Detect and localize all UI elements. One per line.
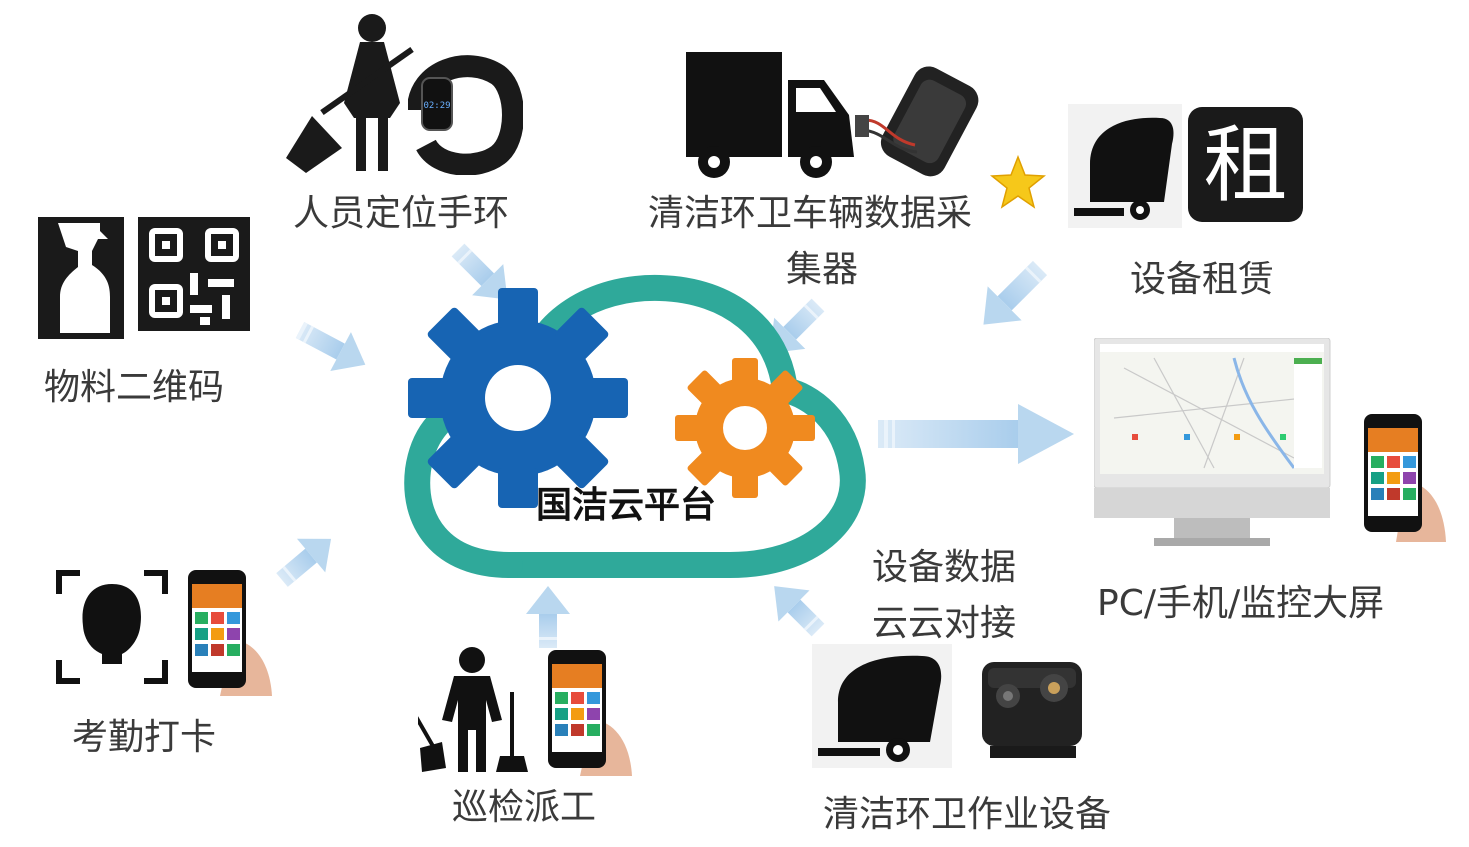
spray-bottle-icon xyxy=(38,217,124,339)
orange-gear-icon xyxy=(675,358,815,498)
label-vehicle-line2: 集器 xyxy=(786,249,859,290)
floor-scrubber-icon xyxy=(1068,104,1182,228)
blue-gear-icon xyxy=(408,288,628,508)
truck-icon xyxy=(686,52,854,178)
watch-time: 02:29 xyxy=(423,101,450,111)
arrow-from-cloud-link xyxy=(774,586,825,637)
scrubber-machine-icon xyxy=(812,644,952,768)
label-cloud-link-line2: 云云对接 xyxy=(872,603,1017,644)
arrow-from-qrcode xyxy=(295,322,366,372)
label-rental: 设备租赁 xyxy=(1130,259,1275,300)
monitor-icon xyxy=(1094,338,1331,546)
label-cloud-link-line1: 设备数据 xyxy=(872,547,1017,588)
face-scan-icon xyxy=(56,570,168,684)
qr-code-icon xyxy=(138,217,250,331)
gps-collector-icon xyxy=(855,66,979,177)
label-output: PC/手机/监控大屏 xyxy=(1097,583,1385,624)
label-patrol: 巡检派工 xyxy=(452,787,597,828)
label-equipment: 清洁环卫作业设备 xyxy=(823,794,1112,835)
arrow-from-patrol xyxy=(526,586,570,648)
attendance-phone-icon xyxy=(188,570,272,696)
label-qrcode: 物料二维码 xyxy=(44,367,225,408)
patrol-phone-icon xyxy=(548,650,632,776)
platform-title: 国洁云平台 xyxy=(536,485,717,526)
arrow-from-attendance xyxy=(276,538,332,587)
label-vehicle-line1: 清洁环卫车辆数据采 xyxy=(648,193,973,234)
rent-badge-text: 租 xyxy=(1203,115,1288,214)
star-icon xyxy=(990,155,1046,209)
sensor-device-icon xyxy=(982,662,1082,758)
cloud-platform-graphic xyxy=(404,274,866,578)
label-attendance: 考勤打卡 xyxy=(72,717,217,758)
cloud-outline-left xyxy=(404,397,523,578)
rent-badge: 租 xyxy=(1188,107,1303,222)
smartphone-icon xyxy=(1364,414,1446,542)
arrow-to-output xyxy=(878,404,1074,464)
wristband-icon: 02:29 xyxy=(408,55,523,175)
cleaner-woman-icon xyxy=(286,14,414,173)
label-wristband: 人员定位手环 xyxy=(293,193,510,234)
arrow-from-rental xyxy=(983,260,1048,325)
janitor-icon xyxy=(418,647,528,772)
